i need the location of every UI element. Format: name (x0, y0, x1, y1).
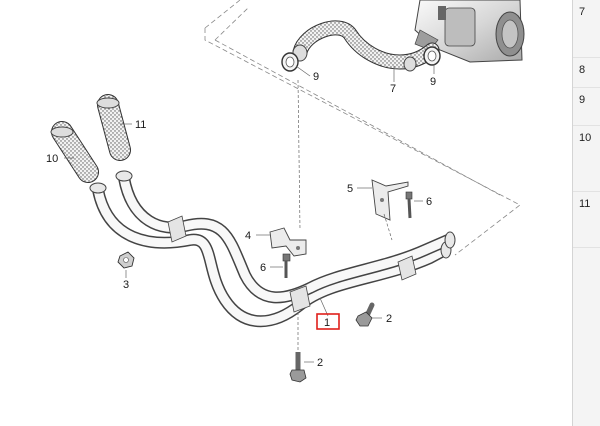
assembly-dashed-frame-inner (214, 7, 501, 196)
reference-label: 7 (579, 6, 586, 18)
coolant-hose-11[interactable] (96, 94, 131, 161)
callout-bolt-6-right[interactable]: 6 (426, 196, 432, 208)
callout-pipe-1-highlighted[interactable]: 1 (316, 313, 340, 330)
bolt-6-right[interactable] (405, 191, 413, 219)
reference-label: 10 (579, 132, 592, 144)
callout-bracket-4[interactable]: 4 (245, 230, 251, 242)
coolant-hose-7[interactable] (292, 20, 440, 72)
reference-row-8[interactable]: 8 (573, 58, 600, 88)
callout-bolt-2-bottom[interactable]: 2 (317, 357, 323, 369)
callout-nut-3[interactable]: 3 (123, 279, 129, 291)
reference-label: 8 (579, 64, 586, 76)
callout-clip-9-right[interactable]: 9 (430, 76, 436, 88)
hose-clip-left[interactable] (281, 52, 299, 72)
reference-row-11[interactable]: 11 (573, 192, 600, 248)
callout-hose-7[interactable]: 7 (390, 83, 396, 95)
callout-pipe-1[interactable]: 1 (324, 317, 330, 329)
exploded-parts-diagram: 7 9 9 11 10 5 6 4 6 3 2 2 1 (46, 0, 525, 383)
callout-hose-11[interactable]: 11 (135, 119, 146, 131)
bolt-2-bottom[interactable] (289, 352, 307, 383)
coolant-pipe-assembly[interactable] (89, 170, 456, 328)
mounting-bracket-5[interactable] (371, 179, 409, 221)
callout-bolt-2-right[interactable]: 2 (386, 313, 392, 325)
reference-label: 9 (579, 94, 586, 106)
mounting-bracket-4[interactable] (269, 227, 307, 257)
bolt-6-left[interactable] (282, 253, 291, 278)
reference-row-9[interactable]: 9 (573, 88, 600, 126)
assembly-dashed-frame (204, 0, 521, 256)
callout-labels: 7 9 9 11 10 5 6 4 6 3 2 2 (46, 71, 436, 369)
hose-clip-right[interactable] (423, 46, 441, 66)
callout-clip-9-left[interactable]: 9 (313, 71, 319, 83)
callout-bolt-6-left[interactable]: 6 (260, 262, 266, 274)
reference-row-7[interactable]: 7 (573, 0, 600, 58)
bolt-2-right[interactable] (355, 302, 375, 327)
highlight-box (316, 313, 340, 330)
reference-row-10[interactable]: 10 (573, 126, 600, 192)
nut-3[interactable] (117, 251, 135, 269)
reference-number-list: 7 8 9 10 11 (572, 0, 600, 426)
leader-lines (64, 64, 435, 363)
coolant-hose-10[interactable] (50, 121, 99, 183)
callout-hose-10[interactable]: 10 (46, 153, 58, 165)
reference-label: 11 (579, 198, 591, 210)
callout-bracket-5[interactable]: 5 (347, 183, 353, 195)
